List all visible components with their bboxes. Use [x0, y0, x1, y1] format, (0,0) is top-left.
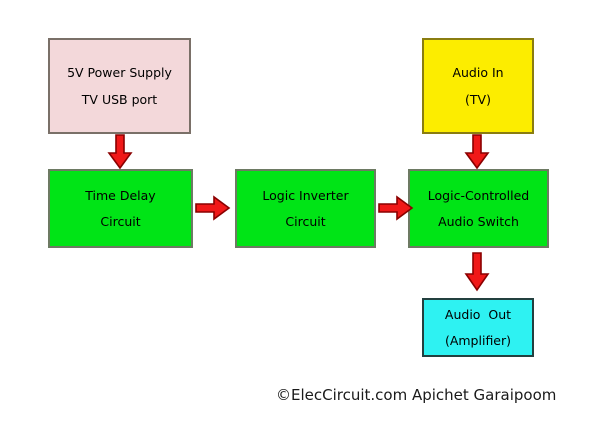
time-delay-line-1: Time Delay	[85, 187, 156, 203]
audio-in-block: Audio In (TV)	[422, 38, 534, 134]
audio-in-line-2: (TV)	[465, 91, 491, 107]
audio-out-line-1: Audio Out	[444, 306, 512, 322]
arrow-down-icon-audioin-to-switch	[464, 134, 490, 170]
power-supply-line-2: TV USB port	[81, 91, 158, 107]
logic-inverter-line-2: Circuit	[285, 214, 326, 229]
power-supply-block: 5V Power Supply TV USB port	[48, 38, 191, 134]
logic-controlled-audio-switch-block: Logic-Controlled Audio Switch	[408, 169, 549, 248]
arrow-down-icon-power-to-delay	[107, 134, 133, 170]
audio-switch-line-1: Logic-Controlled	[427, 187, 530, 203]
copyright-credit: ©ElecCircuit.com Apichet Garaipoom	[276, 386, 557, 404]
time-delay-line-2: Circuit	[100, 214, 141, 229]
logic-inverter-line-1: Logic Inverter	[262, 187, 349, 203]
logic-inverter-circuit-block: Logic Inverter Circuit	[235, 169, 376, 248]
arrow-right-icon-inverter-to-switch	[378, 195, 414, 221]
audio-out-block: Audio Out (Amplifier)	[422, 298, 534, 357]
time-delay-circuit-block: Time Delay Circuit	[48, 169, 193, 248]
arrow-down-icon-switch-to-audioout	[464, 252, 490, 292]
audio-in-line-1: Audio In	[452, 65, 504, 81]
audio-out-line-2: (Amplifier)	[444, 333, 512, 348]
audio-switch-line-2: Audio Switch	[438, 214, 519, 229]
arrow-right-icon-delay-to-inverter	[195, 195, 231, 221]
power-supply-line-1: 5V Power Supply	[67, 65, 172, 81]
